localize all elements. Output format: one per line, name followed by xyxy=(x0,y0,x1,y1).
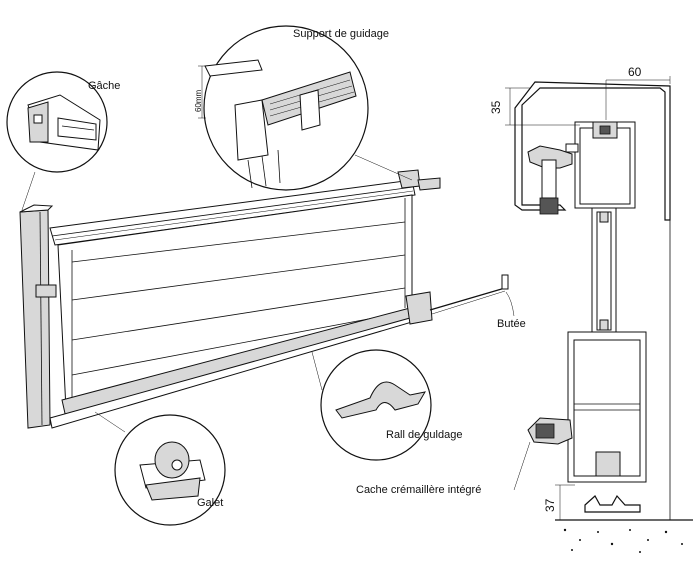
cache-label: Cache crémaillère intégré xyxy=(356,484,482,496)
butee-label: Butée xyxy=(497,318,526,330)
rail-detail xyxy=(311,349,432,461)
butee-stop xyxy=(501,274,509,290)
dimension-35: 35 xyxy=(489,100,503,114)
gate-top-rail xyxy=(49,179,416,246)
height-60mm-label: 60mm xyxy=(194,89,203,112)
receiving-post xyxy=(405,291,433,325)
dimension-60: 60 xyxy=(628,65,642,79)
gate-assembly xyxy=(19,169,515,429)
galet-detail xyxy=(94,411,226,526)
support-label: Support de guidage xyxy=(293,28,390,40)
cross-section xyxy=(505,76,693,553)
left-post xyxy=(19,209,51,429)
dimension-37: 37 xyxy=(543,498,557,512)
rail-label: Rall de guldage xyxy=(386,429,463,441)
gache-label: Gâche xyxy=(88,80,121,92)
galet-label: Galet xyxy=(197,497,224,509)
gache-detail xyxy=(6,71,108,211)
support-detail xyxy=(198,25,413,191)
